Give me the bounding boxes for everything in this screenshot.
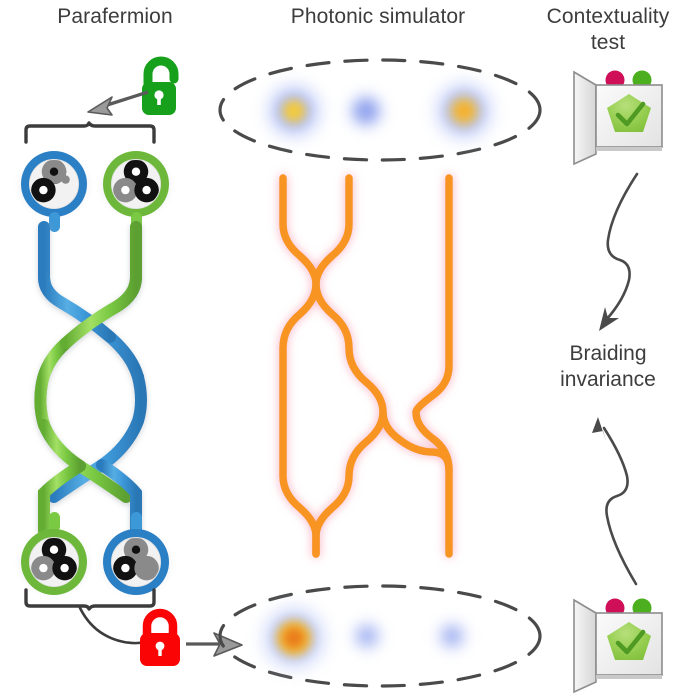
particle-green-bottom-left: [21, 529, 87, 595]
mode-core-1-bottom: [272, 616, 316, 660]
mode-core-2-bottom: [356, 625, 378, 647]
parafermion-pair-top: [12, 150, 178, 222]
verified-pentagon-icon: [607, 622, 651, 660]
parafermion-pair-bottom: [12, 528, 178, 600]
check-icon: [615, 101, 646, 127]
column-title-contextuality-test: Contextuality test: [546, 5, 670, 54]
check-icon: [615, 629, 646, 655]
brace-bottom: [24, 588, 156, 611]
particle-blue-top-left: [21, 151, 87, 217]
arrow-left-icon: [87, 90, 149, 116]
parafermion-braid: [34, 221, 147, 537]
particle-blue-bottom-right: [103, 529, 169, 595]
mode-core-3-top: [444, 91, 484, 131]
mode-ellipse-top: [218, 58, 542, 162]
measurement-device-top: [573, 70, 663, 166]
particle-connectors-bottom: [49, 512, 142, 532]
label-braiding-invariance: Braiding invariance: [560, 342, 656, 391]
column-title-photonic-simulator: Photonic simulator: [290, 5, 466, 28]
wavy-arrow-down-icon: [599, 172, 639, 331]
column-title-parafermion: Parafermion: [57, 5, 173, 28]
mode-ellipse-bottom: [218, 584, 542, 688]
brace-top: [24, 121, 156, 144]
mode-core-1-top: [277, 94, 311, 128]
lock-closed-icon: [140, 608, 180, 666]
lock-open-icon: [142, 56, 179, 115]
wavy-arrow-up-icon: [592, 417, 638, 586]
waveguide-circuit: [279, 174, 453, 558]
mode-core-2-top: [353, 98, 379, 124]
measurement-device-bottom: [573, 598, 663, 694]
verified-pentagon-icon: [607, 94, 651, 132]
mode-core-3-bottom: [441, 625, 463, 647]
particle-green-top-right: [103, 151, 169, 217]
